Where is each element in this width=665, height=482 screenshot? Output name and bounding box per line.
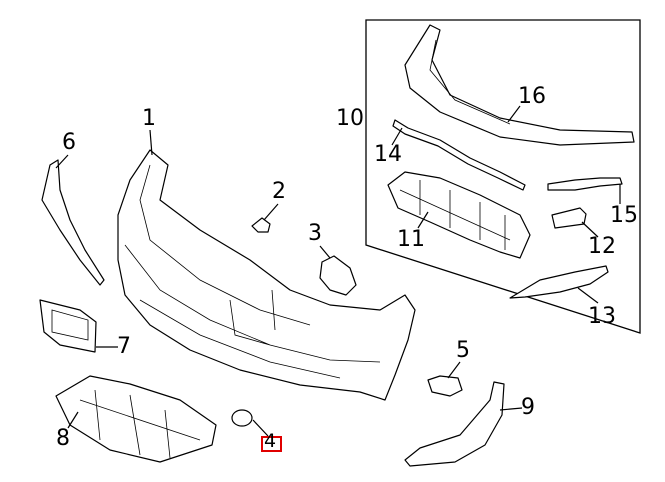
highlight-box bbox=[261, 436, 282, 452]
part-3-bracket bbox=[319, 255, 357, 296]
callout-3: 3 bbox=[308, 221, 322, 246]
callout-7: 7 bbox=[117, 334, 131, 359]
part-15-bracket bbox=[547, 177, 623, 191]
part-11-absorber bbox=[387, 171, 531, 259]
part-2-clip bbox=[251, 217, 271, 233]
callout-9: 9 bbox=[521, 395, 535, 420]
callout-8: 8 bbox=[56, 426, 70, 451]
callout-13: 13 bbox=[588, 304, 616, 329]
callout-14: 14 bbox=[374, 142, 402, 167]
callout-10: 10 bbox=[336, 106, 364, 131]
part-9-bracket bbox=[404, 381, 505, 467]
part-1-bumper-cover bbox=[117, 149, 416, 401]
part-12-bracket bbox=[551, 207, 587, 229]
part-6-molding bbox=[41, 159, 105, 286]
callout-11: 11 bbox=[397, 227, 425, 252]
callout-16: 16 bbox=[518, 84, 546, 109]
callout-2: 2 bbox=[272, 179, 286, 204]
callout-6: 6 bbox=[62, 130, 76, 155]
callout-4[interactable]: 4 bbox=[264, 430, 277, 452]
leader-lines bbox=[55, 105, 621, 437]
inset-box bbox=[365, 19, 641, 334]
part-5-bracket bbox=[427, 375, 463, 397]
callout-1: 1 bbox=[142, 106, 156, 131]
callout-5: 5 bbox=[456, 338, 470, 363]
part-4-cap bbox=[231, 409, 253, 427]
callout-15: 15 bbox=[610, 203, 638, 228]
part-16-reinforcement bbox=[404, 24, 635, 146]
part-14-strip bbox=[392, 119, 526, 191]
callout-12: 12 bbox=[588, 234, 616, 259]
part-13-deflector bbox=[509, 265, 609, 299]
